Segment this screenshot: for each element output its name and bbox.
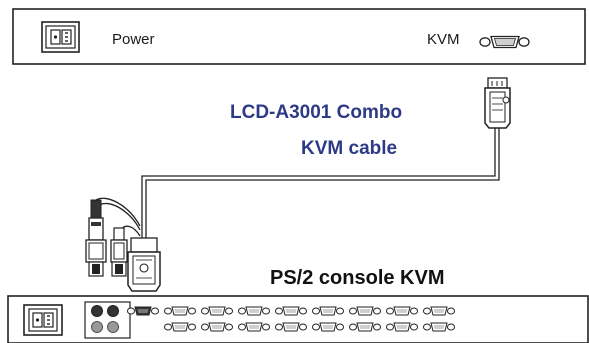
power-socket-icon	[41, 21, 80, 53]
console-vga-port	[164, 306, 196, 316]
console-vga-port	[201, 322, 233, 332]
kvm-label: KVM	[427, 31, 460, 48]
power-socket-icon	[23, 304, 63, 336]
console-vga-port	[349, 306, 381, 316]
console-vga-port	[275, 322, 307, 332]
cable-name-line2: KVM cable	[301, 138, 398, 159]
console-vga-port	[423, 322, 455, 332]
vga-connector-icon	[484, 77, 511, 129]
top-device-panel	[12, 8, 586, 65]
cable-name-line1: LCD-A3001 Combo	[230, 102, 403, 123]
console-vga-port	[386, 322, 418, 332]
console-vga-port	[349, 322, 381, 332]
console-vga-port	[164, 322, 196, 332]
vga-port-icon	[479, 35, 530, 49]
power-label: Power	[112, 31, 155, 48]
console-vga-port	[201, 306, 233, 316]
kvm-cable	[141, 128, 500, 240]
console-vga-port	[238, 322, 270, 332]
console-vga-port	[238, 306, 270, 316]
console-vga-port	[127, 306, 159, 316]
console-vga-port	[312, 322, 344, 332]
console-vga-port-grid	[127, 306, 455, 332]
vga-connector-icon	[127, 237, 161, 292]
console-vga-port	[386, 306, 418, 316]
console-vga-port	[423, 306, 455, 316]
console-title: PS/2 console KVM	[270, 267, 445, 289]
ps2-plug-icon	[85, 199, 128, 277]
console-vga-port	[312, 306, 344, 316]
console-ps2-ports	[84, 301, 131, 339]
console-vga-port	[275, 306, 307, 316]
